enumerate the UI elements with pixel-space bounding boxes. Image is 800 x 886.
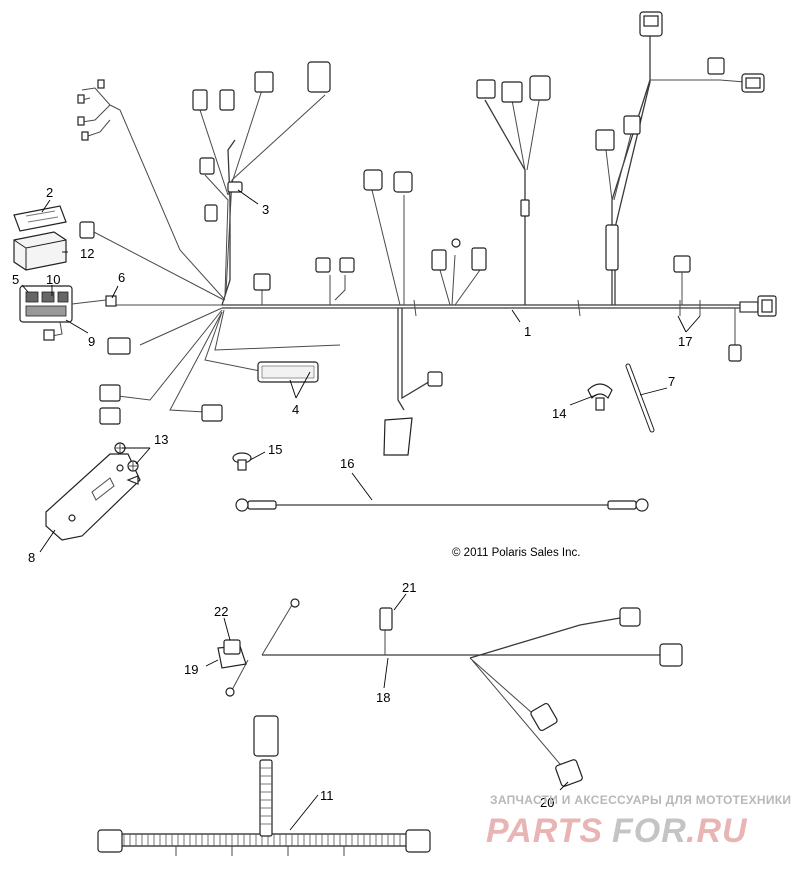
watermark-brand-parts: PARTS (486, 812, 603, 850)
connector-top-left-f (204, 204, 218, 222)
ground-cable-16 (235, 498, 649, 512)
connector-drop-d (363, 169, 383, 191)
connector-drop-e (393, 171, 413, 193)
callout-3: 3 (262, 202, 269, 217)
callout-4: 4 (292, 402, 299, 417)
connector-top-right-c (741, 73, 765, 93)
watermark-tagline: ЗАПЧАСТИ И АКСЕССУАРЫ ДЛЯ МОТОТЕХНИКИ (490, 793, 791, 807)
connector-drop-c (339, 257, 355, 273)
connector-drop-a (253, 273, 271, 291)
pigtail-b (77, 116, 85, 126)
ring-terminal-b (225, 687, 235, 697)
fuse-strip (257, 361, 319, 383)
connector-top-left-c (254, 71, 274, 93)
callout-18: 18 (376, 690, 390, 705)
connector-drop-h (471, 247, 487, 271)
cable-tie-7 (625, 363, 655, 433)
connector-drop-b (315, 257, 331, 273)
connector-top-left-a (192, 89, 208, 111)
connector-18-right-b (659, 643, 683, 667)
watermark: ЗАПЧАСТИ И АКСЕССУАРЫ ДЛЯ МОТОТЕХНИКИ PA… (486, 793, 791, 850)
connector-center-c (529, 75, 551, 101)
connector-drop-right (728, 344, 742, 362)
callout-5: 5 (12, 272, 19, 287)
push-pin-15 (232, 452, 252, 471)
ring-terminal-a (290, 598, 300, 608)
connector-11-right (405, 829, 431, 853)
watermark-brand-ru: .RU (686, 812, 748, 850)
connector-right-mid-a (595, 129, 615, 151)
connector-9 (43, 329, 55, 341)
callout-19: 19 (184, 662, 198, 677)
watermark-brand-for: FOR (612, 812, 687, 850)
connector-drop-i (673, 255, 691, 273)
callout-14: 14 (552, 406, 566, 421)
callout-17: 17 (678, 334, 692, 349)
callout-7: 7 (668, 374, 675, 389)
callout-12: 12 (80, 246, 94, 261)
harness-11 (97, 715, 431, 856)
callout-9: 9 (88, 334, 95, 349)
connector-top-left-b (219, 89, 235, 111)
connector-right-end (757, 295, 777, 317)
bracket-8 (45, 453, 141, 541)
callout-6: 6 (118, 270, 125, 285)
connector-11-top (253, 715, 279, 757)
callout-11: 11 (320, 788, 334, 803)
copyright-text: © 2011 Polaris Sales Inc. (452, 547, 580, 559)
connector-center-b (501, 81, 523, 103)
connector-20 (555, 759, 583, 787)
connector-top-left-e (199, 157, 215, 175)
harness-18 (217, 598, 683, 787)
pigtail-d (97, 79, 105, 89)
connector-drop-g (451, 238, 461, 248)
callouts: 1 2 3 4 5 6 7 8 9 10 11 12 13 14 15 16 1… (12, 185, 692, 810)
callout-10: 10 (46, 272, 60, 287)
callout-22: 22 (214, 604, 228, 619)
decal-2 (13, 205, 67, 232)
connector-22 (223, 639, 241, 655)
connector-6 (105, 295, 117, 307)
connector-21 (379, 607, 393, 631)
connector-drop-j (427, 371, 443, 387)
connector-drop-f (431, 249, 447, 271)
connector-right-mid-b (623, 115, 641, 135)
leader-lines (21, 189, 701, 831)
pigtail-a (77, 94, 85, 104)
connector-top-left-d (307, 61, 331, 93)
connector-left-c (99, 384, 121, 402)
clip-14 (587, 383, 613, 411)
connector-center-a (476, 79, 496, 99)
connector-left-d (99, 407, 121, 425)
connector-drop-bracket (383, 417, 413, 456)
callout-20: 20 (540, 795, 554, 810)
callout-8: 8 (28, 550, 35, 565)
fuse-box (19, 285, 107, 341)
clip-3 (227, 181, 243, 193)
callout-21: 21 (402, 580, 416, 595)
screw-13b (127, 460, 139, 472)
callout-1: 1 (524, 324, 531, 339)
block-12 (13, 231, 67, 271)
connector-top-right-a (639, 11, 663, 37)
pigtail-c (81, 131, 89, 141)
connector-left-b (107, 337, 131, 355)
connector-left-e (201, 404, 223, 422)
callout-2: 2 (46, 185, 53, 200)
callout-16: 16 (340, 456, 354, 471)
connector-left-a (79, 221, 95, 239)
callout-15: 15 (268, 442, 282, 457)
connector-top-right-b (707, 57, 725, 75)
connector-18-down-a (530, 702, 558, 732)
main-harness (77, 11, 777, 456)
connector-18-right-a (619, 607, 641, 627)
callout-13: 13 (154, 432, 168, 447)
connector-11-left (97, 829, 123, 853)
